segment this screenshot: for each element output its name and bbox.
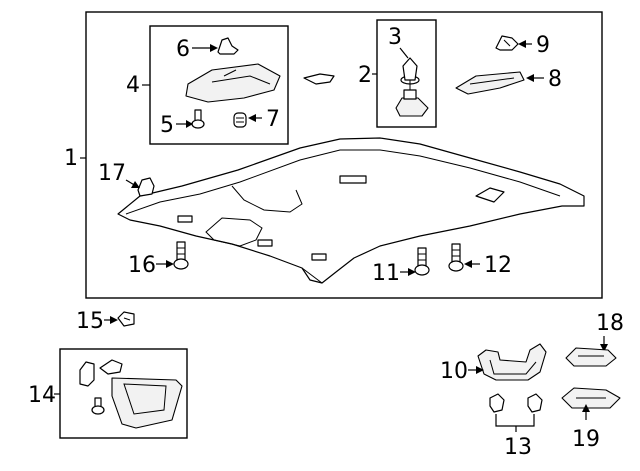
part-11-screw <box>414 247 430 276</box>
callout-14: 14 <box>28 383 56 408</box>
callout-7: 7 <box>266 107 280 132</box>
callout-5: 5 <box>160 113 174 138</box>
callout-9: 9 <box>536 33 550 58</box>
callout-15: 15 <box>76 309 104 334</box>
callout-4: 4 <box>126 73 140 98</box>
callout-3: 3 <box>388 25 402 50</box>
callout-18: 18 <box>596 311 624 336</box>
trim-clip <box>303 73 335 85</box>
callout-16: 16 <box>128 253 156 278</box>
callout-11: 11 <box>372 261 400 286</box>
part-18-dome-lamp <box>565 347 617 367</box>
part-7-nut <box>233 112 247 128</box>
part-19-lamp-base <box>561 387 621 409</box>
part-3-push-pin <box>400 57 420 90</box>
part-8-bracket <box>455 71 525 95</box>
part-10-grab-handle <box>477 343 547 381</box>
callout-12: 12 <box>484 253 512 278</box>
headliner-panel <box>117 137 585 284</box>
part-9-clip <box>495 35 519 51</box>
part-14-sun-visor <box>79 359 183 429</box>
part-4-bracket <box>185 63 281 103</box>
callout-2: 2 <box>358 63 372 88</box>
callout-19: 19 <box>572 427 600 452</box>
callout-6: 6 <box>176 37 190 62</box>
part-15-clip <box>117 311 135 327</box>
callout-1: 1 <box>64 146 78 171</box>
main-group-frame <box>85 11 603 299</box>
callout-13: 13 <box>504 435 532 460</box>
part-5-screw <box>191 109 205 129</box>
part-17-clip <box>137 177 155 197</box>
part-13-cap-right <box>527 393 543 413</box>
part-13-cap-left <box>489 393 505 413</box>
callout-10: 10 <box>440 359 468 384</box>
part-6-clip <box>217 37 239 55</box>
part-2-retainer <box>395 89 429 117</box>
callout-17: 17 <box>98 161 126 186</box>
part-12-screw <box>448 243 464 272</box>
part-16-screw <box>173 241 189 270</box>
callout-8: 8 <box>548 67 562 92</box>
